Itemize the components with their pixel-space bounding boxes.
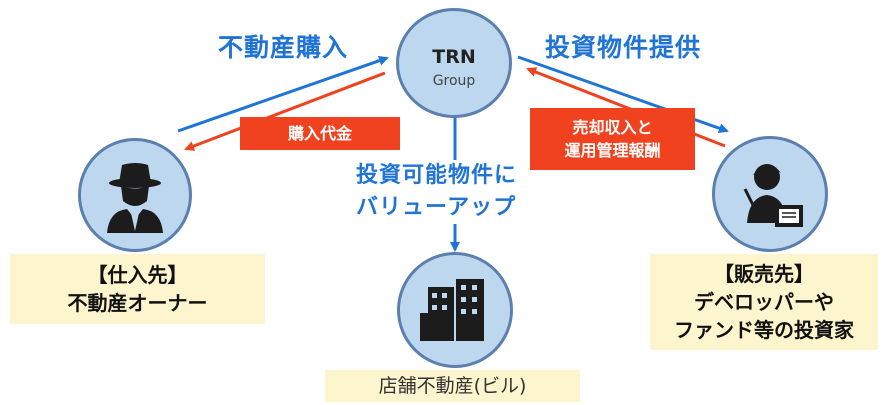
buyer-node [712, 136, 828, 252]
value-up-line2: バリューアップ [356, 194, 517, 220]
purchase-price-box: 購入代金 [240, 117, 400, 150]
value-up-line1: 投資可能物件に [356, 163, 518, 188]
spy-icon [107, 163, 163, 233]
sale-revenue-line1: 売却収入と [572, 117, 653, 137]
value-up-label: 投資可能物件に バリューアップ [356, 160, 518, 224]
supplier-caption-line2: 不動産オーナー [67, 291, 208, 315]
sale-revenue-line2: 運用管理報酬 [564, 141, 661, 160]
building-icon [420, 279, 484, 341]
trn-title: TRN [432, 46, 476, 68]
sale-revenue-box: 売却収入と 運用管理報酬 [530, 108, 695, 170]
property-node [397, 252, 513, 368]
buyer-caption-line3: ファンド等の投資家 [674, 318, 854, 342]
supplier-caption-line1: 【仕入先】 [87, 263, 188, 287]
property-caption: 店舗不動産(ビル) [325, 370, 580, 402]
buyer-caption: 【販売先】 デベロッパーや ファンド等の投資家 [650, 254, 878, 350]
trn-subtitle: Group [432, 73, 476, 89]
payment-arrow [184, 71, 386, 151]
purchase-label: 不動産購入 [218, 33, 349, 62]
supply-label: 投資物件提供 [545, 33, 702, 62]
supplier-caption: 【仕入先】 不動産オーナー [10, 254, 265, 324]
property-caption-label: 店舗不動産(ビル) [378, 374, 527, 397]
presenter-icon [743, 164, 803, 227]
trn-group-node: TRN Group [396, 8, 512, 118]
buyer-caption-line2: デベロッパーや [694, 290, 834, 314]
supplier-node [78, 138, 192, 252]
purchase-arrow [177, 55, 389, 133]
buyer-caption-line1: 【販売先】 [714, 262, 814, 286]
purchase-price-label: 購入代金 [287, 123, 352, 143]
